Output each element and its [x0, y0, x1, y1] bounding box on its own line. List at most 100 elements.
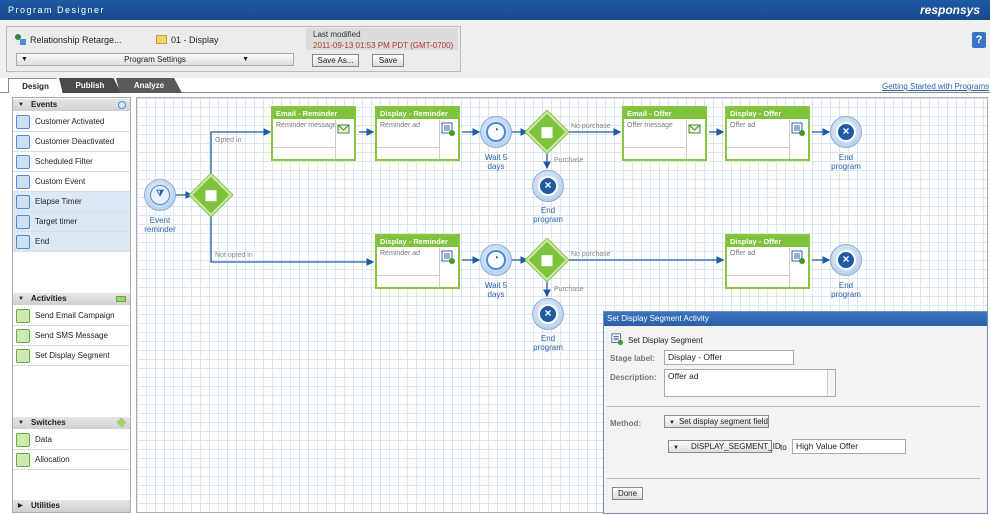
- sms-icon: [16, 329, 30, 343]
- activity-card-display-offer[interactable]: Display - Offer Offer ad: [725, 106, 810, 161]
- switches-section-header[interactable]: ▼ Switches: [13, 417, 130, 429]
- wait-timer-node[interactable]: ◔: [480, 244, 512, 276]
- description-textarea[interactable]: Offer ad: [664, 369, 836, 397]
- event-reminder-node[interactable]: ⧩: [144, 179, 176, 211]
- activity-card-email-reminder[interactable]: Email - Reminder Reminder message: [271, 106, 356, 161]
- scheduled-filter-icon: [16, 155, 30, 169]
- event-reminder-label: Event reminder: [144, 216, 176, 234]
- dialog-title: Set Display Segment Activity: [604, 312, 987, 326]
- method-dropdown[interactable]: ▼Set display segment field: [664, 415, 769, 428]
- activity-card-display-reminder-2[interactable]: Display - Reminder Reminder ad: [375, 234, 460, 289]
- collapse-icon: ▼: [18, 420, 24, 426]
- program-name[interactable]: Relationship Retarge...: [30, 35, 122, 45]
- method-caption: Method:: [610, 419, 642, 428]
- program-settings-dropdown[interactable]: ▼ Program Settings ▼: [16, 53, 294, 66]
- card-description: Reminder ad: [380, 122, 421, 129]
- events-section-header[interactable]: ▼ Events: [13, 99, 130, 111]
- opted-in-label: Opted in: [215, 137, 242, 144]
- palette-item-label: Data: [35, 435, 52, 444]
- display-segment-icon: [791, 122, 805, 136]
- display-segment-icon: [441, 122, 455, 136]
- events-title: Events: [31, 100, 58, 109]
- switch-icon: [541, 255, 553, 267]
- activity-card-display-reminder[interactable]: Display - Reminder Reminder ad: [375, 106, 460, 161]
- set-display-segment-dialog: [603, 311, 988, 514]
- segment-field-dropdown[interactable]: ▼DISPLAY_SEGMENT_ID: [668, 440, 781, 453]
- activity-card-display-offer-2[interactable]: Display - Offer Offer ad: [725, 234, 810, 289]
- done-button[interactable]: Done: [612, 487, 643, 500]
- purchase-label: Purchase: [554, 286, 584, 293]
- app-title: Program Designer: [8, 5, 106, 15]
- no-purchase-label: No purchase: [571, 123, 611, 130]
- wait-label: Wait 5 days: [484, 281, 508, 299]
- tab-analyze[interactable]: Analyze: [116, 78, 182, 93]
- dialog-divider: [606, 406, 980, 407]
- palette-item-label: Send SMS Message: [35, 331, 108, 340]
- palette-item-label: Custom Event: [35, 177, 86, 186]
- data-switch-icon: [16, 433, 30, 447]
- target-timer-icon: [16, 215, 30, 229]
- palette-item-data[interactable]: Data: [13, 430, 130, 450]
- wait-label: Wait 5 days: [484, 153, 508, 171]
- close-icon: ×: [836, 122, 856, 142]
- getting-started-link[interactable]: Getting Started with Programs: [882, 82, 990, 91]
- to-label: to: [780, 443, 787, 452]
- palette-item-label: Set Display Segment: [35, 351, 110, 360]
- stage-label-input[interactable]: Display - Offer: [664, 350, 794, 365]
- palette-item-end[interactable]: End: [13, 232, 130, 252]
- card-description: Offer ad: [730, 122, 756, 129]
- save-as-button[interactable]: Save As...: [312, 54, 359, 67]
- card-description: Offer ad: [730, 250, 756, 257]
- last-modified-value: 2011-09-13 01:53 PM PDT (GMT-0700): [313, 41, 454, 50]
- utilities-section-header[interactable]: ▶ Utilities: [13, 500, 130, 512]
- close-icon: ×: [836, 250, 856, 270]
- palette-item-allocation[interactable]: Allocation: [13, 450, 130, 470]
- end-program-node[interactable]: ×: [532, 298, 564, 330]
- email-campaign-icon: [337, 124, 350, 134]
- connector: [210, 212, 375, 266]
- close-icon: ×: [538, 176, 558, 196]
- expand-icon: ▶: [18, 503, 23, 509]
- filter-icon: ⧩: [150, 185, 170, 205]
- palette-item-label: Customer Activated: [35, 117, 105, 126]
- palette-item-custom-event[interactable]: Custom Event: [13, 172, 130, 192]
- palette-item-elapse-timer[interactable]: Elapse Timer: [13, 192, 130, 212]
- chevron-down-icon: ▼: [669, 420, 675, 426]
- end-program-label: End program: [533, 334, 563, 352]
- collapse-icon: ▼: [18, 102, 24, 108]
- tab-divider: [0, 92, 990, 93]
- save-button[interactable]: Save: [372, 54, 404, 67]
- end-program-label: End program: [831, 281, 861, 299]
- palette-item-label: Scheduled Filter: [35, 157, 93, 166]
- events-indicator-icon: [118, 101, 126, 109]
- display-segment-icon: [441, 250, 455, 264]
- palette-item-scheduled-filter[interactable]: Scheduled Filter: [13, 152, 130, 172]
- chevron-down-icon: ▼: [21, 56, 28, 63]
- scrollbar[interactable]: [827, 370, 835, 396]
- activities-section-header[interactable]: ▼ Activities: [13, 293, 130, 305]
- end-program-node[interactable]: ×: [830, 116, 862, 148]
- palette-item-customer-deactivated[interactable]: Customer Deactivated: [13, 132, 130, 152]
- end-program-node[interactable]: ×: [830, 244, 862, 276]
- stage-label-caption: Stage label:: [610, 354, 655, 363]
- palette-item-set-display-segment[interactable]: Set Display Segment: [13, 346, 130, 366]
- end-program-node[interactable]: ×: [532, 170, 564, 202]
- palette-item-send-sms-message[interactable]: Send SMS Message: [13, 326, 130, 346]
- tab-strip: [0, 78, 990, 93]
- palette-item-label: End: [35, 237, 50, 246]
- elapse-timer-icon: [16, 195, 30, 209]
- folder-name[interactable]: 01 - Display: [171, 35, 219, 45]
- activity-card-email-offer[interactable]: Email - Offer Offer message: [622, 106, 707, 161]
- customer-activated-icon: [16, 115, 30, 129]
- timer-icon: ◔: [486, 122, 506, 142]
- help-button[interactable]: ?: [972, 32, 986, 48]
- segment-value-input[interactable]: High Value Offer: [792, 439, 906, 454]
- palette-item-target-timer[interactable]: Target timer: [13, 212, 130, 232]
- description-caption: Description:: [610, 373, 657, 382]
- palette-item-customer-activated[interactable]: Customer Activated: [13, 112, 130, 132]
- palette-item-send-email-campaign[interactable]: Send Email Campaign: [13, 306, 130, 326]
- wait-timer-node[interactable]: ◔: [480, 116, 512, 148]
- folder-icon: [156, 35, 167, 44]
- tab-publish[interactable]: Publish: [59, 78, 121, 93]
- card-description: Reminder message: [276, 122, 337, 129]
